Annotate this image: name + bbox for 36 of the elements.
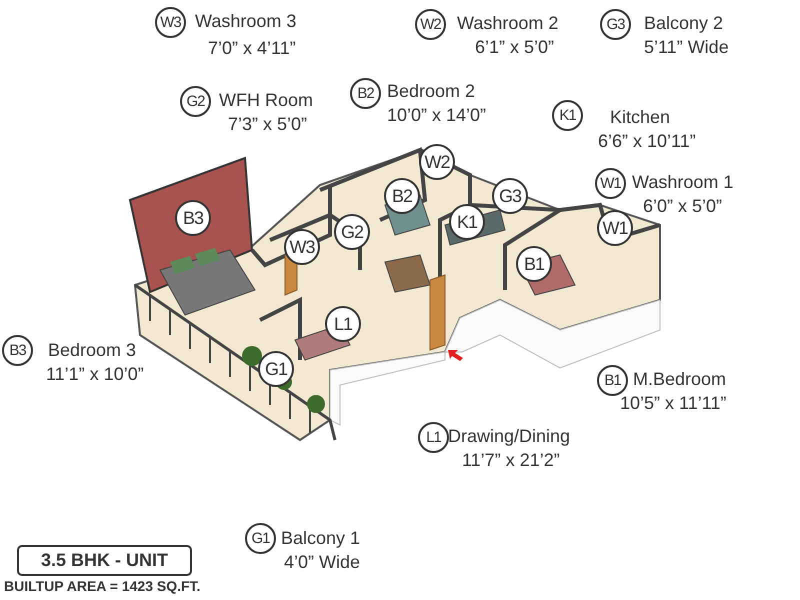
room-size: 10’5” x 11’11”	[620, 393, 726, 414]
room-key-code: W2	[415, 9, 446, 40]
builtup-area-note: BUILTUP AREA = 1423 SQ.FT.	[4, 578, 200, 594]
room-name: WFH Room	[219, 90, 313, 111]
room-size: 6’1” x 5’0”	[475, 37, 554, 58]
room-key-code: W3	[155, 7, 186, 38]
room-name: M.Bedroom	[633, 369, 726, 390]
room-name: Balcony 2	[644, 13, 724, 34]
room-key-code: B1	[597, 365, 628, 396]
room-name: Drawing/Dining	[448, 426, 570, 447]
room-size: 7’3” x 5’0”	[228, 114, 308, 135]
room-size: 7’0” x 4’11”	[208, 38, 296, 59]
room-key-code: G2	[180, 86, 211, 117]
room-size: 6’6” x 10’11”	[598, 131, 696, 152]
room-name: Washroom 1	[632, 172, 734, 193]
room-size: 10’0” x 14’0”	[387, 105, 486, 126]
unit-type-badge: 3.5 BHK - UNIT	[17, 545, 192, 576]
room-key-code: B2	[350, 78, 381, 109]
room-name: Balcony 1	[281, 528, 360, 549]
room-name: Washroom 3	[195, 11, 296, 32]
room-callout: G3	[492, 178, 528, 214]
room-key-code: B3	[2, 335, 33, 366]
room-size: 11’7” x 21’2”	[462, 450, 560, 471]
room-size: 4’0” Wide	[284, 552, 360, 573]
room-name: Washroom 2	[457, 13, 558, 34]
room-size: 6’0” x 5’0”	[643, 196, 722, 217]
room-key-code: G1	[245, 523, 276, 554]
room-name: Kitchen	[610, 107, 670, 128]
room-key-code: G3	[600, 9, 631, 40]
room-key-code: K1	[552, 100, 583, 131]
room-name: Bedroom 3	[48, 340, 136, 361]
room-key-code: L1	[418, 422, 449, 453]
room-key-code: W1	[595, 168, 626, 199]
room-name: Bedroom 2	[387, 81, 476, 102]
room-size: 11’1” x 10’0”	[46, 364, 144, 385]
room-size: 5’11” Wide	[644, 37, 729, 58]
